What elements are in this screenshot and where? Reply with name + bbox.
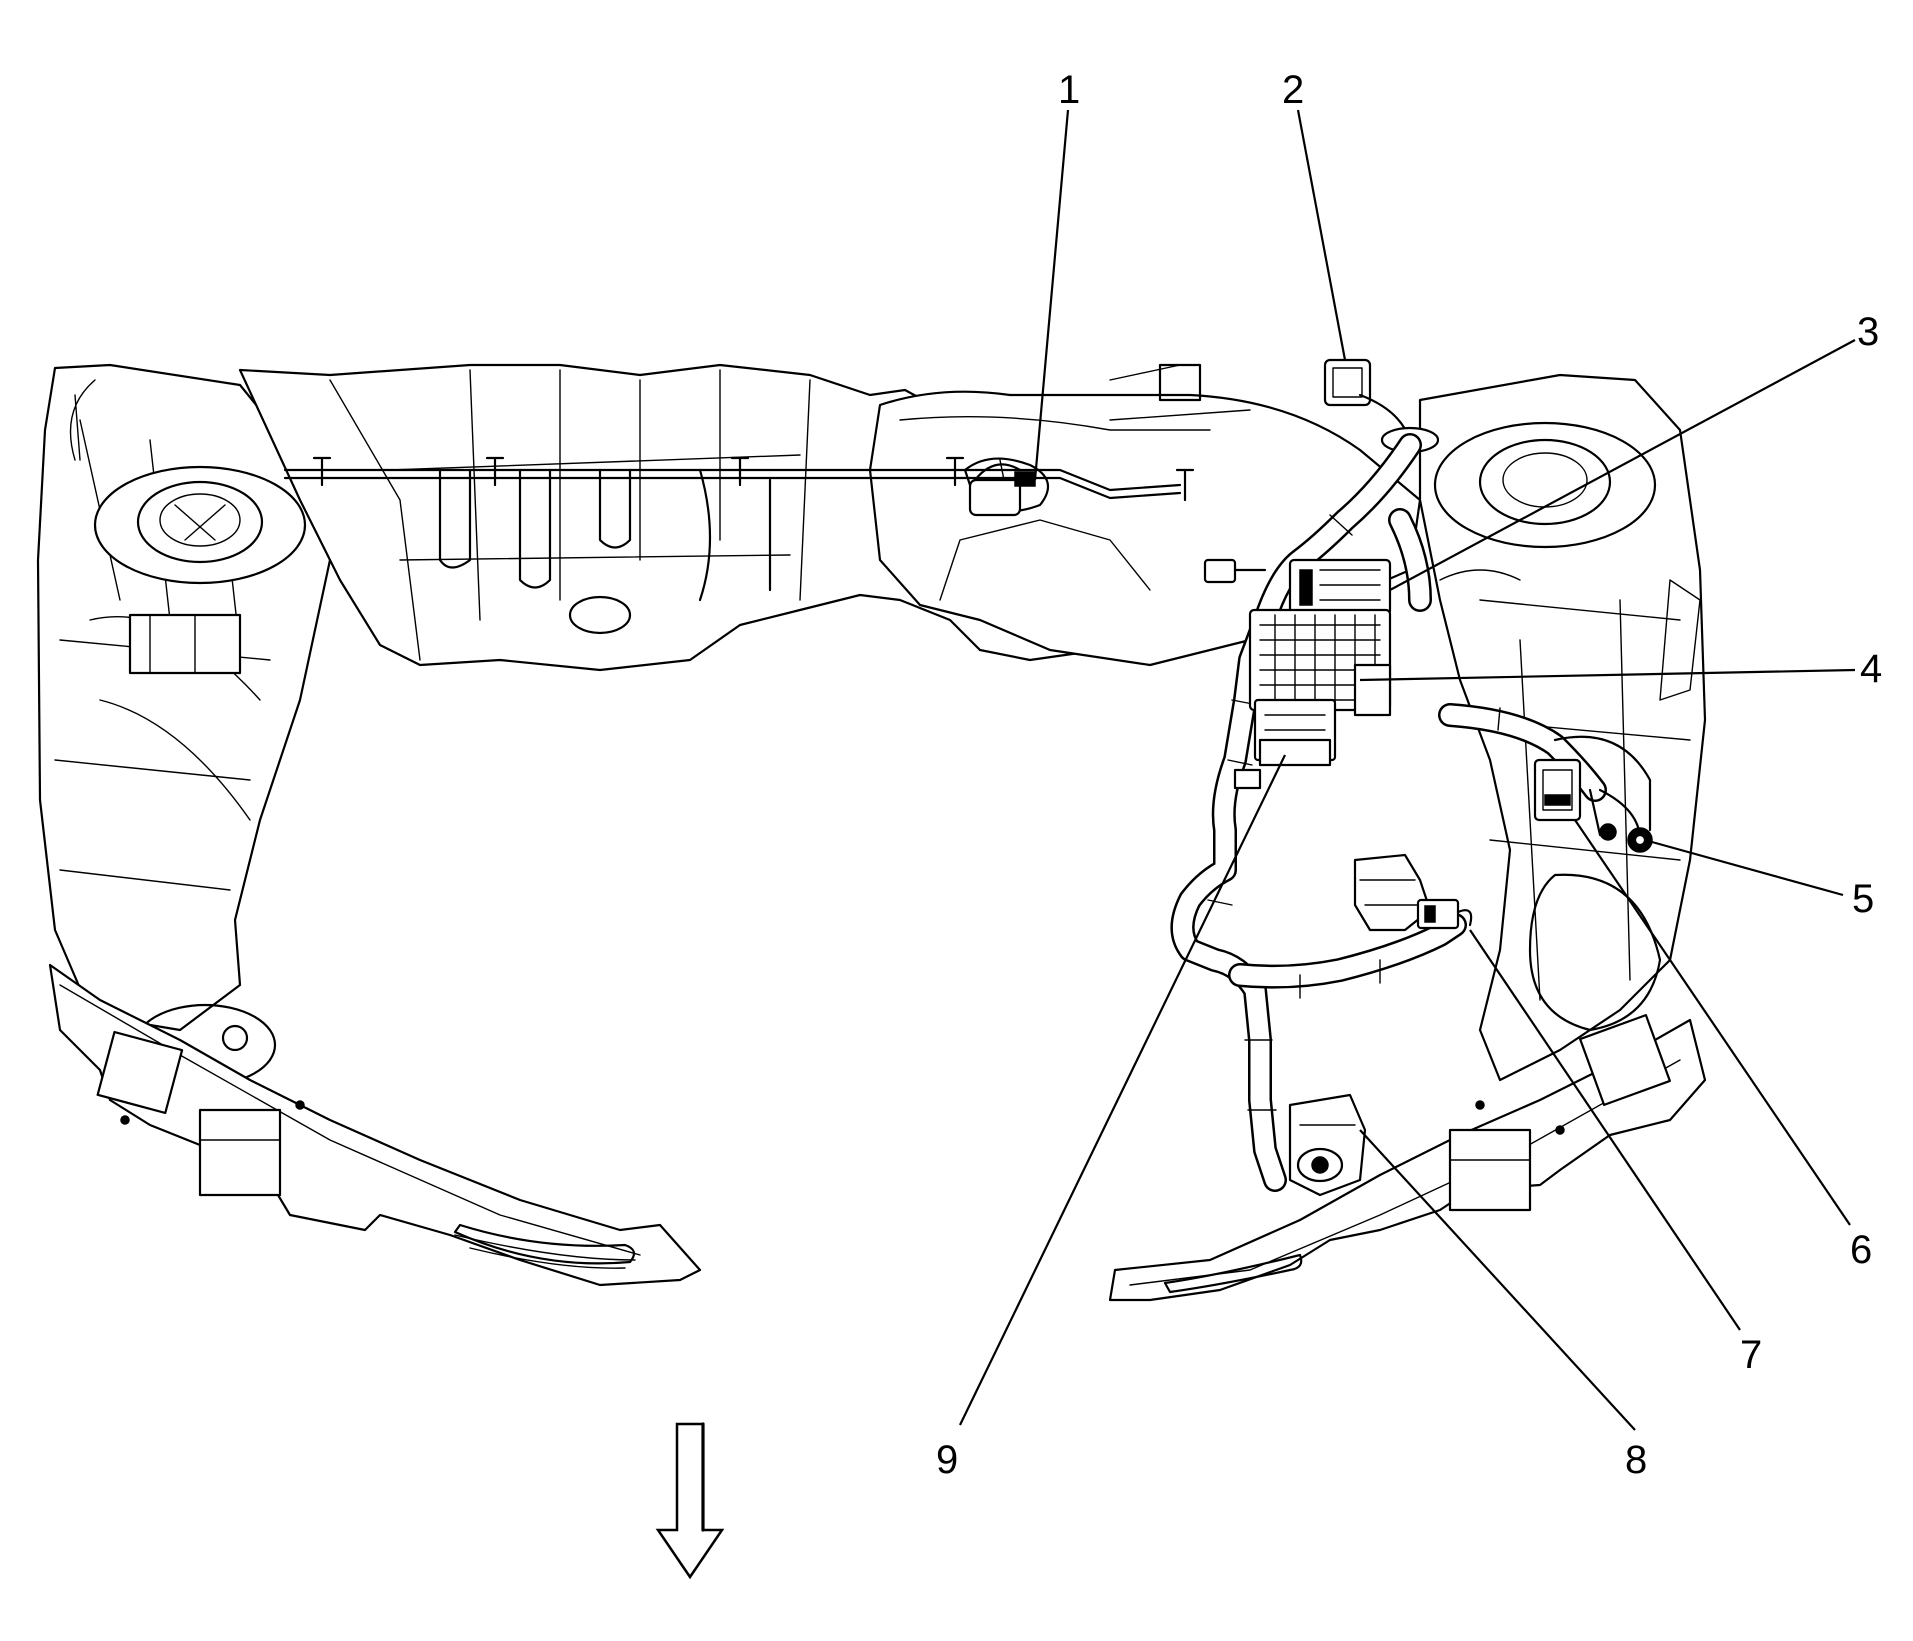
leader-5: [1651, 840, 1844, 897]
leader-6: [1574, 819, 1851, 1226]
item-1-connector: [968, 463, 1036, 517]
leader-3: [1389, 339, 1856, 591]
leader-7: [1469, 929, 1741, 1331]
leader-lines: [959, 109, 1856, 1431]
wiring-harness: [1170, 433, 1652, 1192]
callout-4: 4: [1860, 647, 1882, 691]
item-4-module-connector: [1248, 608, 1392, 717]
leader-4: [1359, 668, 1856, 682]
callout-8: 8: [1625, 1438, 1647, 1482]
right-lower-brace: [1108, 1014, 1707, 1302]
callout-1: 1: [1058, 68, 1080, 112]
callout-6: 6: [1850, 1228, 1872, 1272]
callout-labels: 1 2 3 4 5 6 7 8 9: [936, 68, 1882, 1482]
item-7-connector: [1353, 853, 1473, 932]
item-3-module-connector: [1288, 558, 1392, 617]
callout-5: 5: [1852, 877, 1874, 921]
leader-9: [959, 754, 1286, 1426]
leader-8: [1359, 1129, 1636, 1431]
callout-2: 2: [1282, 68, 1304, 112]
connector-pin-grid: [1259, 614, 1381, 706]
left-wheelhouse: [36, 363, 332, 1087]
callout-3: 3: [1857, 310, 1879, 354]
line-clip: [312, 456, 1195, 502]
right-wheelhouse: [1418, 373, 1707, 1082]
pigtail-connector: [1203, 558, 1267, 790]
callout-9: 9: [936, 1438, 958, 1482]
item-6-connector: [1533, 758, 1582, 822]
leader-1: [1033, 109, 1070, 481]
item-8-connector: [1288, 1093, 1367, 1197]
callout-7: 7: [1740, 1333, 1762, 1377]
item-5-ground-bolt: [1599, 823, 1653, 853]
leader-2: [1296, 109, 1347, 361]
down-arrow-icon: [655, 1422, 725, 1580]
item-9-module-connector: [1253, 698, 1337, 767]
left-lower-brace: [48, 963, 702, 1287]
brake-line: [283, 456, 1195, 502]
